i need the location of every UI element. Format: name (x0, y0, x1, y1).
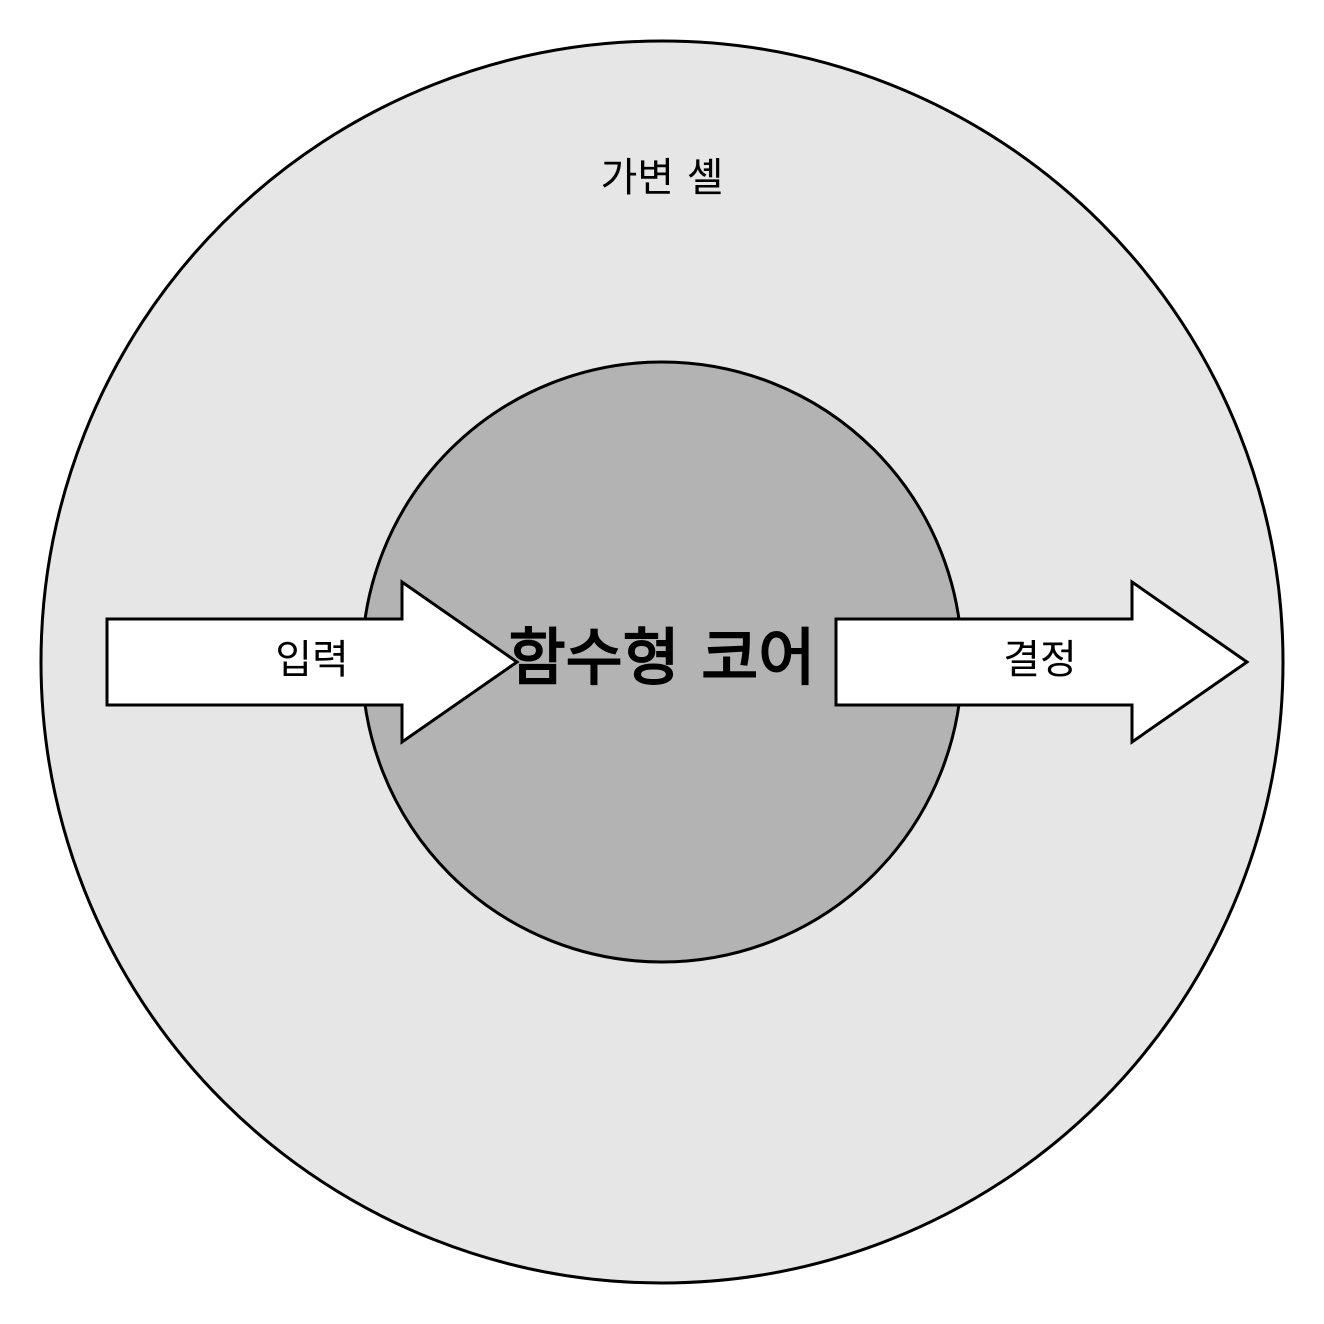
inner-core-label: 함수형 코어 (509, 621, 816, 694)
input-arrow (105, 579, 520, 745)
output-arrow (834, 579, 1250, 745)
output-arrow-label: 결정 (1003, 637, 1077, 683)
outer-shell-label: 가변 셸 (600, 155, 723, 201)
input-arrow-label: 입력 (275, 637, 349, 683)
